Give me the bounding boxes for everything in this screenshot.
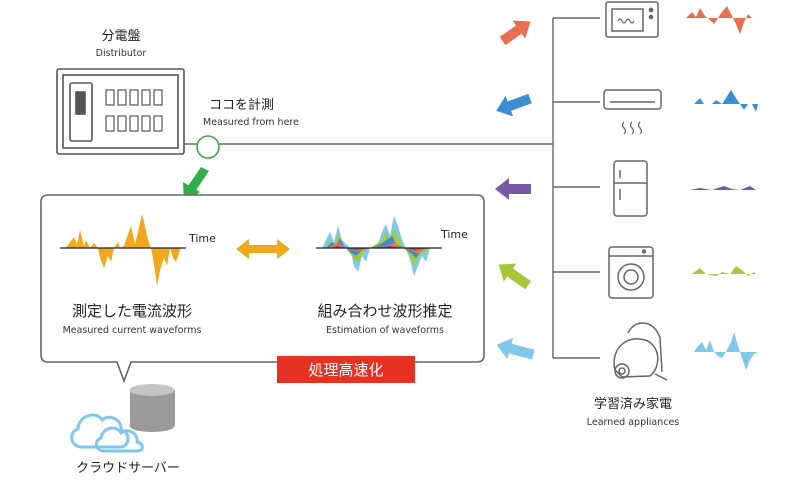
arrow-washing-machine [498, 263, 531, 290]
refrigerator-icon [613, 160, 648, 217]
measure-point-ring [196, 135, 220, 159]
server-icon [129, 384, 175, 432]
measure-point-label-en: Measured from here [203, 117, 299, 128]
distributor-panel [56, 68, 185, 155]
washing-machine-icon [608, 246, 654, 299]
arrow-refrigerator [495, 178, 531, 200]
waveform-vacuum-cleaner [694, 332, 758, 370]
waveform-microwave [686, 6, 754, 34]
estimated-waveforms-subtitle: Estimation of waveforms [326, 325, 444, 336]
estimated-waveform [316, 216, 442, 276]
measure-point-label: ココを計測 [209, 98, 275, 113]
vacuum-cleaner-icon [613, 322, 668, 381]
cloud-server-label: クラウドサーバー [76, 461, 180, 476]
measured-axis-label: Time [189, 232, 216, 245]
arrow-microwave [499, 20, 531, 46]
breaker-row-top [105, 89, 163, 106]
estimated-waveforms-title: 組み合わせ波形推定 [317, 302, 453, 320]
measured-waveforms-title: 測定した電流波形 [71, 302, 193, 320]
air-conditioner-icon [603, 89, 662, 135]
measured-waveforms-subtitle: Measured current waveforms [62, 325, 202, 336]
breaker-row-bottom [105, 115, 163, 132]
processing-box [40, 194, 485, 384]
cloud-icon [70, 413, 144, 453]
measured-waveform [60, 214, 186, 286]
estimated-axis-label: Time [441, 228, 468, 241]
processing-badge: 処理高速化 [277, 356, 415, 383]
waveform-washing-machine [692, 266, 756, 276]
compare-double-arrow [236, 239, 290, 259]
distributor-label: 分電盤 [101, 29, 141, 44]
distributor-label-en: Distributor [95, 48, 147, 59]
learned-appliances-label-en: Learned appliances [586, 417, 680, 428]
waveform-air-conditioner [694, 90, 758, 112]
arrow-air-conditioner [496, 93, 532, 117]
learned-appliances-label: 学習済み家電 [593, 397, 673, 412]
microwave-icon [605, 1, 659, 38]
waveform-refrigerator [690, 186, 756, 190]
arrow-vacuum-cleaner [496, 337, 535, 360]
wiring [184, 17, 600, 359]
